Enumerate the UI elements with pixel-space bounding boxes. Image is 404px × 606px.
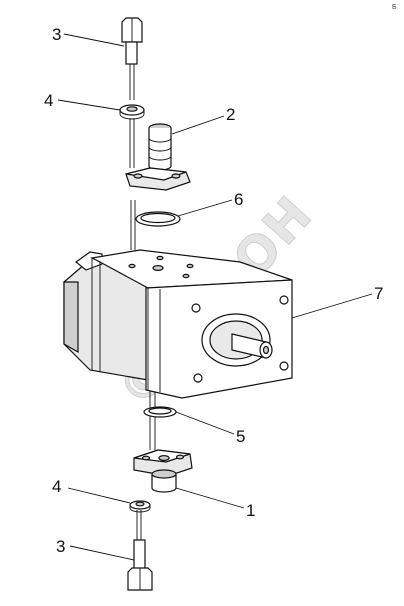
leader-lines — [57, 33, 373, 561]
bolt-bottom — [127, 539, 153, 591]
callout-bolt-bottom: 3 — [56, 537, 65, 556]
oring-top — [135, 211, 181, 227]
callout-fitting-top: 2 — [226, 105, 235, 124]
fitting-bottom — [133, 449, 193, 493]
callout-oring-top: 6 — [234, 190, 243, 209]
washer-top — [119, 104, 145, 120]
callout-washer-top: 4 — [44, 91, 53, 110]
bolt-top — [121, 17, 143, 65]
washer-bottom — [129, 500, 151, 513]
callout-bolt-top: 3 — [52, 25, 61, 44]
oring-bottom — [143, 406, 177, 418]
corner-mark: Б — [392, 4, 397, 11]
pump-body — [63, 249, 293, 399]
callout-fitting-bottom: 1 — [246, 501, 255, 520]
fitting-top — [125, 123, 191, 191]
callout-labels: 3 4 2 6 7 5 4 1 3 — [44, 25, 383, 556]
callout-oring-bottom: 5 — [236, 427, 245, 446]
callout-pump-body: 7 — [374, 284, 383, 303]
callout-washer-bottom: 4 — [52, 477, 61, 496]
